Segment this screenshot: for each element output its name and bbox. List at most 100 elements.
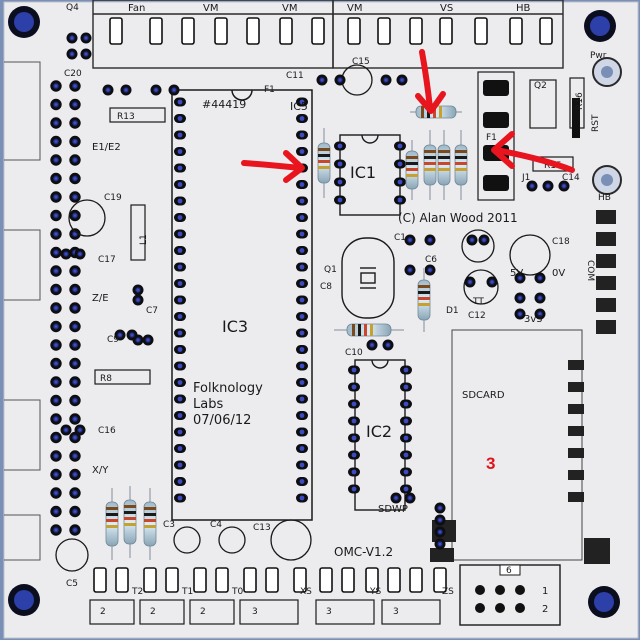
label-3v3: 3v3 bbox=[524, 314, 543, 325]
ic1-pins bbox=[334, 141, 406, 205]
label-c9: C9 bbox=[107, 335, 119, 345]
label-c7: C7 bbox=[146, 306, 158, 316]
top-header-row bbox=[92, 0, 564, 69]
label-ic3: IC3 bbox=[222, 317, 248, 336]
label-pwr: Pwr bbox=[590, 51, 607, 61]
header-label-vm-3: VM bbox=[347, 3, 362, 14]
label-pin-2c: 2 bbox=[200, 607, 206, 617]
label-hb: HB bbox=[598, 193, 611, 203]
label-5v: 5V bbox=[510, 268, 523, 279]
label-rst: RST bbox=[591, 114, 601, 132]
label-c20: C20 bbox=[64, 69, 82, 79]
label-c18: C18 bbox=[552, 237, 570, 247]
label-sdwp: SDWP bbox=[378, 504, 408, 515]
label-pin-3b: 3 bbox=[326, 607, 332, 617]
label-part-number: #44419 bbox=[202, 98, 246, 111]
ic1-package bbox=[339, 134, 401, 216]
label-maker-1: Folknology bbox=[193, 381, 263, 396]
resistor-outlines bbox=[94, 77, 585, 385]
label-0v: 0V bbox=[552, 268, 565, 279]
label-c11: C11 bbox=[286, 71, 304, 81]
label-pin-3a: 3 bbox=[252, 607, 258, 617]
label-d1: D1 bbox=[446, 306, 459, 316]
label-ic5: IC5 bbox=[290, 100, 308, 113]
label-c10: C10 bbox=[345, 348, 363, 358]
label-c8: C8 bbox=[320, 282, 332, 292]
arrow-right bbox=[491, 131, 575, 173]
label-c5: C5 bbox=[66, 579, 78, 589]
label-f1-b: F1 bbox=[486, 133, 497, 143]
top-header-slots bbox=[109, 17, 553, 45]
label-e1e2: E1/E2 bbox=[92, 142, 121, 153]
sdcard-slot bbox=[430, 329, 610, 564]
label-conn-6: 6 bbox=[506, 566, 512, 576]
label-f1-a: F1 bbox=[264, 85, 275, 95]
label-c14: C14 bbox=[562, 173, 580, 183]
label-r16: R16 bbox=[575, 92, 585, 110]
electrolytic-caps bbox=[55, 64, 551, 572]
annotation-arrows bbox=[241, 49, 575, 183]
board-surface bbox=[3, 1, 639, 639]
label-j1: J1 bbox=[521, 173, 530, 183]
label-c15: C15 bbox=[352, 57, 370, 67]
pwr-led bbox=[592, 57, 622, 195]
label-c16: C16 bbox=[98, 426, 116, 436]
label-r8: R8 bbox=[100, 374, 112, 384]
label-q4: Q4 bbox=[66, 3, 79, 13]
mounting-holes bbox=[8, 6, 620, 618]
top-header-labels: Fan VM VM VM VS HB bbox=[128, 3, 531, 14]
label-c12: C12 bbox=[468, 311, 486, 321]
label-copyright: (C) Alan Wood 2011 bbox=[398, 211, 518, 225]
header-label-hb: HB bbox=[516, 3, 531, 14]
label-t1: T1 bbox=[181, 587, 193, 597]
label-c1: C1 bbox=[394, 233, 406, 243]
label-zs: ZS bbox=[442, 587, 454, 597]
label-r13: R13 bbox=[117, 112, 135, 122]
left-pads bbox=[50, 80, 81, 536]
header-label-vs: VS bbox=[440, 3, 453, 14]
label-pin-2a: 2 bbox=[100, 607, 106, 617]
arrow-left bbox=[241, 150, 305, 183]
com-header bbox=[596, 210, 616, 334]
label-ys: YS bbox=[369, 587, 381, 597]
label-com: COM bbox=[585, 260, 595, 281]
label-xs: XS bbox=[300, 587, 312, 597]
annotation-number: 3 bbox=[486, 454, 495, 473]
label-pin-2b: 2 bbox=[150, 607, 156, 617]
label-tt: TT bbox=[472, 297, 484, 307]
label-q1: Q1 bbox=[324, 265, 337, 275]
conn6-block bbox=[459, 564, 561, 626]
label-t0: T0 bbox=[231, 587, 243, 597]
label-conn-2: 2 bbox=[542, 604, 548, 615]
installed-resistors bbox=[105, 105, 468, 560]
label-sdcard: SDCARD bbox=[462, 390, 505, 401]
header-label-vm-2: VM bbox=[282, 3, 297, 14]
label-c13: C13 bbox=[253, 523, 271, 533]
arrow-top bbox=[415, 49, 446, 114]
label-l1: L1 bbox=[139, 234, 149, 245]
label-board-name: OMC-V1.2 bbox=[334, 545, 393, 559]
label-c19: C19 bbox=[104, 193, 122, 203]
label-maker-date: 07/06/12 bbox=[193, 413, 251, 428]
ic3-pins bbox=[174, 97, 308, 503]
label-ze: Z/E bbox=[92, 293, 109, 304]
label-conn-1: 1 bbox=[542, 586, 548, 597]
label-maker-2: Labs bbox=[193, 397, 223, 412]
label-ic1: IC1 bbox=[350, 163, 376, 182]
header-label-fan: Fan bbox=[128, 3, 145, 14]
ic2-pins bbox=[348, 365, 412, 494]
label-c6: C6 bbox=[425, 255, 437, 265]
label-c17: C17 bbox=[98, 255, 116, 265]
plated-holes bbox=[60, 32, 570, 550]
label-c4: C4 bbox=[210, 520, 222, 530]
label-q2: Q2 bbox=[534, 81, 547, 91]
header-label-vm-1: VM bbox=[203, 3, 218, 14]
label-t2: T2 bbox=[131, 587, 143, 597]
label-ic2: IC2 bbox=[366, 422, 392, 441]
bottom-terminals bbox=[89, 567, 447, 625]
left-edge-outlines bbox=[4, 61, 41, 561]
label-pin-3c: 3 bbox=[393, 607, 399, 617]
ic3-package bbox=[171, 89, 313, 521]
crystal-q1 bbox=[341, 237, 395, 319]
